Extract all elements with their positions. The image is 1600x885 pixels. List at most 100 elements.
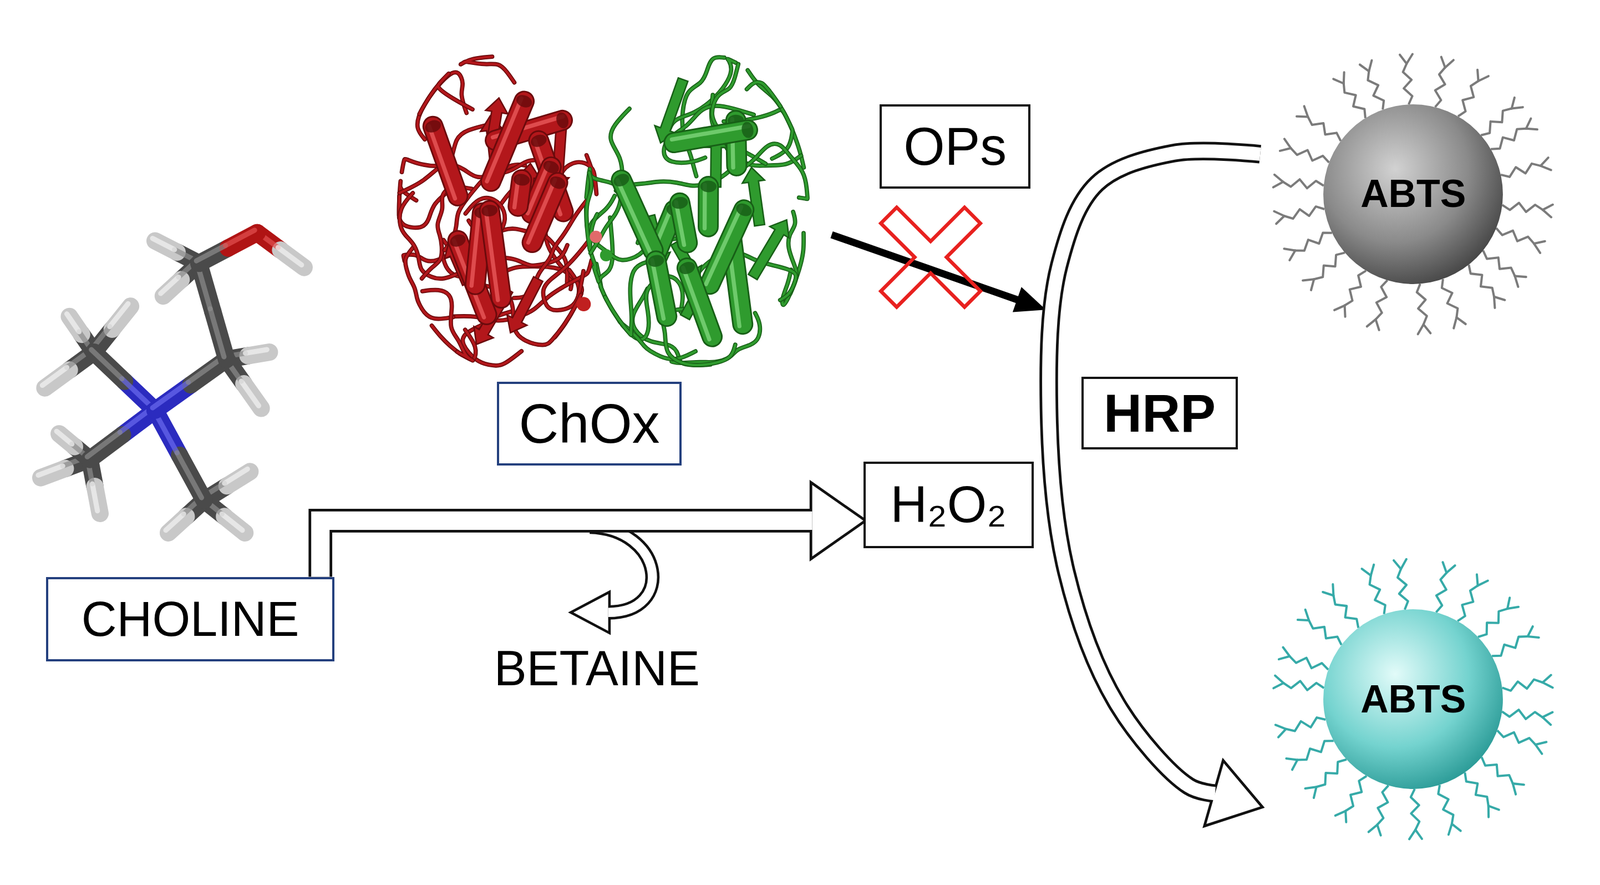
ligand-fork [1323, 591, 1334, 596]
product-label: BETAINE [494, 643, 700, 693]
ligand-fork [1527, 636, 1539, 638]
ligand-fork [1515, 275, 1527, 277]
ligand-fork [1494, 296, 1495, 308]
ligand-fork [1367, 318, 1376, 327]
bond-highlight [92, 483, 98, 511]
alpha-helix [674, 255, 725, 350]
ligand-fork [1477, 580, 1488, 586]
ligand-fork [1446, 565, 1456, 573]
ligand-fork [1507, 606, 1519, 609]
inhibited-arrow [831, 234, 1046, 312]
ligand-chain [1284, 206, 1325, 219]
bond-highlight [225, 230, 255, 246]
node-text: OPs [903, 117, 1007, 176]
helix-shine [669, 123, 751, 142]
alpha-helix [420, 113, 471, 208]
nanoparticle-core [1323, 104, 1503, 284]
bond-highlight [160, 276, 179, 293]
ligand-fork [1511, 107, 1523, 109]
ligand-fork [1345, 810, 1346, 822]
ligand-chain [1283, 681, 1325, 690]
helix-cap [670, 195, 689, 211]
ligand-fork [1275, 675, 1284, 683]
ligand-ball [600, 249, 613, 262]
ligand-fork [1512, 783, 1525, 785]
ligand-fork [1540, 157, 1549, 166]
ligand-chain [1438, 784, 1454, 824]
ligand-fork [1409, 829, 1416, 840]
ligand-fork [1488, 805, 1500, 810]
ligand-fork [1451, 823, 1461, 831]
ligand-fork [1335, 810, 1346, 816]
alpha-helix [478, 88, 537, 195]
ligand-fork [1333, 583, 1334, 596]
ligand-ball [576, 296, 592, 312]
helix-shine [680, 265, 713, 342]
bond-highlight [245, 349, 268, 353]
ligand-chain [1416, 283, 1427, 324]
bond-highlight [38, 465, 63, 476]
ligand-fork [1292, 759, 1298, 770]
ligand-chain [1500, 163, 1541, 177]
helix-cap [480, 203, 499, 218]
enzyme-box: HRP [1081, 376, 1238, 450]
ligand-chain [1345, 775, 1367, 811]
reaction-arrow [1048, 150, 1261, 824]
helix-body [662, 118, 759, 154]
bond-highlight [176, 452, 202, 498]
protein-loop [747, 82, 781, 107]
ligand-fork [1284, 248, 1296, 251]
helix-cap [740, 120, 755, 140]
ligand-chain [1375, 280, 1388, 320]
ligand-chain [1477, 608, 1508, 637]
ligand-fork [1487, 805, 1490, 817]
ligand-chain [1397, 569, 1409, 610]
helix-body [674, 255, 725, 350]
bond-highlight [56, 430, 73, 444]
ligand-fork [1296, 114, 1308, 118]
ligand-fork [1456, 317, 1466, 324]
helix-shine [649, 257, 667, 321]
alpha-helix [668, 191, 699, 255]
protein-loop [460, 56, 515, 83]
alpha-helix [608, 167, 667, 264]
ligand-fork [1400, 559, 1407, 570]
ligand-chain [1458, 80, 1479, 117]
ligand-fork [1274, 174, 1284, 182]
ligand-fork [1542, 674, 1552, 683]
helix-cap [734, 200, 754, 218]
helix-cap [512, 173, 531, 187]
helix-cap [423, 118, 443, 135]
helix-body [478, 88, 537, 195]
choline-molecule [38, 230, 304, 533]
ligand-fork [1534, 240, 1546, 243]
helix-cap [611, 171, 632, 189]
bond-highlight [221, 513, 243, 530]
bond-highlight [277, 247, 302, 265]
alpha-helix [662, 118, 759, 154]
ligand-fork [1280, 148, 1292, 151]
branch-head-fill [573, 593, 609, 631]
ligand-fork [1284, 138, 1292, 149]
nanoparticle: ABTS [1260, 41, 1567, 348]
ligand-fork [1370, 564, 1374, 576]
arrowhead-outline [812, 484, 864, 557]
protein-loop [616, 148, 744, 191]
ligand-fork [1535, 742, 1547, 745]
alpha-helix [644, 249, 678, 328]
enzyme-box: ChOx [496, 381, 682, 466]
arrowhead-fill [812, 484, 864, 557]
helix-body [507, 168, 533, 217]
ligand-chain [1436, 572, 1447, 613]
bond-stick [89, 434, 123, 460]
ligand-chain [1291, 148, 1330, 163]
ligand-chain [1314, 252, 1346, 279]
ligand-fork [1441, 56, 1446, 68]
alpha-helix [507, 168, 533, 217]
helix-body [608, 167, 667, 264]
protein-loop [605, 261, 650, 335]
protein-structure [399, 56, 808, 366]
ligand-chain [1344, 270, 1367, 306]
ligand-chain [1286, 717, 1327, 731]
ligand-fork [1311, 278, 1314, 291]
